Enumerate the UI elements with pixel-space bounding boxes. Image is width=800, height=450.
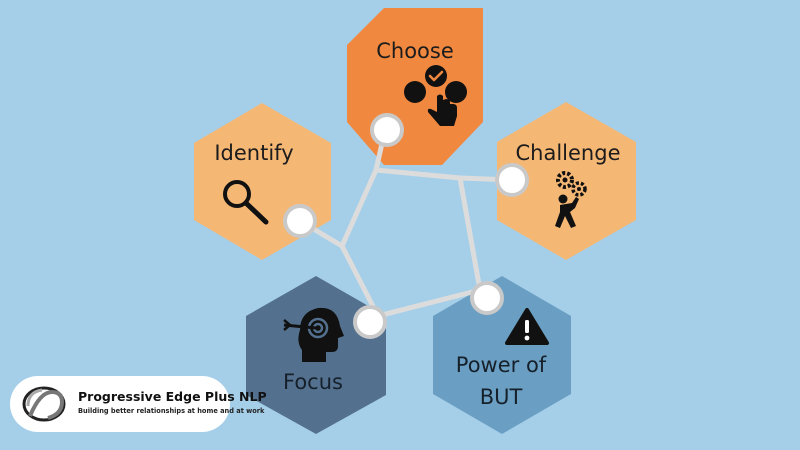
warning-icon <box>505 308 549 345</box>
magnifier-icon <box>223 180 269 225</box>
power-of-but-hexagon <box>433 276 571 434</box>
choose-connector-node <box>370 113 404 147</box>
identify-hexagon <box>194 103 331 260</box>
power-of-but-connector-node <box>470 281 504 315</box>
person-carrying-gears-icon <box>555 171 587 228</box>
identify-label: Identify <box>214 141 293 165</box>
power-of-but-label-line1: Power of <box>456 353 547 377</box>
power-of-but-label-line2: BUT <box>480 385 523 409</box>
brand-title: Progressive Edge Plus NLP <box>78 389 267 404</box>
challenge-connector-node <box>495 163 529 197</box>
brand-logo-icon <box>22 386 66 422</box>
challenge-label: Challenge <box>516 141 621 165</box>
identify-connector-node <box>283 204 317 238</box>
brand-tagline: Building better relationships at home an… <box>78 407 265 415</box>
connector-nodes <box>283 113 529 339</box>
focus-connector-node <box>353 305 387 339</box>
head-target-icon <box>283 307 344 362</box>
hand-pointing-choice-icon <box>404 65 467 126</box>
choose-label: Choose <box>376 39 454 63</box>
focus-label: Focus <box>283 370 343 394</box>
logo-card: Progressive Edge Plus NLP Building bette… <box>10 376 267 432</box>
